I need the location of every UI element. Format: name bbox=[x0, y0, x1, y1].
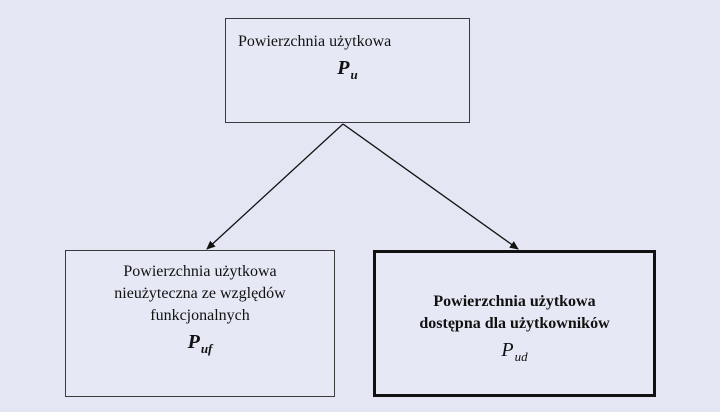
label-line: funkcjonalnych bbox=[150, 307, 250, 324]
symbol-subscript: uf bbox=[200, 341, 213, 356]
root-node-label: Powierzchnia użytkowa bbox=[238, 33, 392, 50]
arrow-to-right-box bbox=[342, 123, 519, 250]
symbol-letter: P bbox=[501, 339, 514, 361]
symbol-letter: P bbox=[337, 57, 350, 79]
child-node-available-area: Powierzchnia użytkowa dostępna dla użytk… bbox=[373, 250, 656, 397]
label-line: dostępna dla użytkowników bbox=[419, 315, 610, 332]
symbol-subscript: u bbox=[350, 67, 358, 82]
label-line: nieużyteczna ze względów bbox=[114, 285, 286, 302]
arrow-to-left-box bbox=[206, 123, 344, 250]
symbol-letter: P bbox=[187, 331, 200, 353]
root-node-usable-area: Powierzchnia użytkowa Pu bbox=[225, 18, 470, 123]
label-line: Powierzchnia użytkowa bbox=[433, 293, 596, 310]
symbol-subscript: ud bbox=[514, 349, 528, 364]
child-node-symbol: Pud bbox=[501, 339, 527, 365]
child-node-symbol: Puf bbox=[188, 331, 213, 357]
root-node-symbol: Pu bbox=[226, 57, 469, 83]
label-line: Powierzchnia użytkowa bbox=[123, 263, 277, 280]
child-node-label: Powierzchnia użytkowa dostępna dla użytk… bbox=[376, 253, 653, 335]
child-node-label: Powierzchnia użytkowa nieużyteczna ze wz… bbox=[66, 251, 334, 327]
child-node-unusable-area: Powierzchnia użytkowa nieużyteczna ze wz… bbox=[65, 250, 335, 397]
